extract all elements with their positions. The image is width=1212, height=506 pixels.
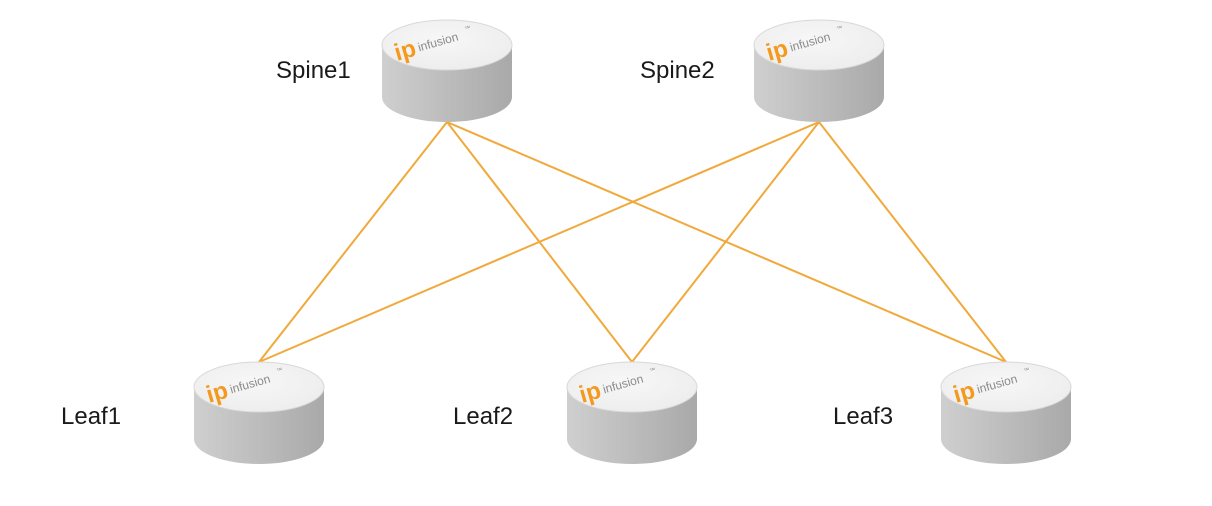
- link-spine2-leaf2: [631, 121, 820, 363]
- switch-top: [940, 361, 1072, 413]
- logo-trademark: ™: [836, 25, 844, 33]
- link-spine1-leaf1: [258, 121, 448, 363]
- logo-trademark: ™: [276, 367, 284, 375]
- spine1-label: Spine1: [276, 57, 351, 84]
- logo-trademark: ™: [649, 367, 657, 375]
- switch-top: [566, 361, 698, 413]
- link-spine2-leaf3: [818, 121, 1007, 363]
- link-spine2-leaf1: [258, 121, 820, 363]
- logo-trademark: ™: [1023, 367, 1031, 375]
- switch-top: [381, 19, 513, 71]
- leaf1-label: Leaf1: [61, 403, 122, 430]
- logo-trademark: ™: [464, 25, 472, 33]
- switch-top: [753, 19, 885, 71]
- spine2-label: Spine2: [640, 57, 715, 84]
- switch-top: [193, 361, 325, 413]
- leaf2-label: Leaf2: [453, 403, 514, 430]
- leaf3-label: Leaf3: [833, 403, 894, 430]
